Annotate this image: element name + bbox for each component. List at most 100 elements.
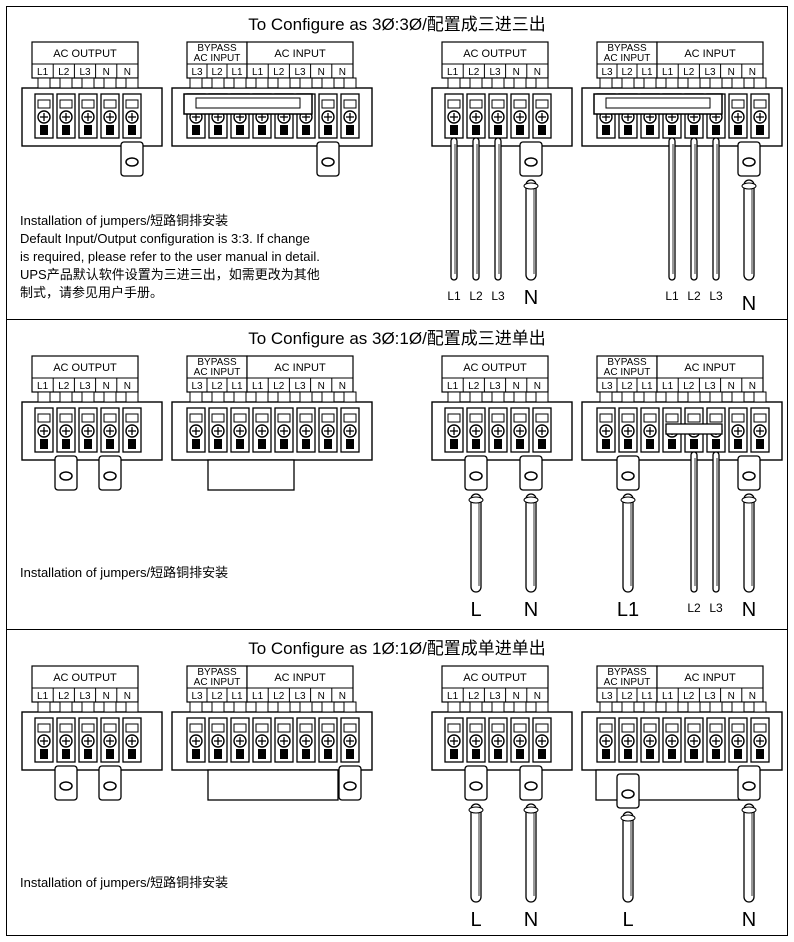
note-text: Installation of jumpers/短路铜排安装 Default I… [20,212,320,302]
cable-label: L1 [665,289,679,303]
terminal-clamp [469,413,483,423]
header-label: AC OUTPUT [53,362,117,374]
terminal-base [84,439,92,449]
terminal-base [494,749,502,759]
cable [450,137,458,281]
terminal-label: L1 [252,691,264,702]
cable-label: L2 [469,289,483,303]
cable-ring [741,182,757,190]
terminal-finger [491,701,505,713]
terminal-base [84,125,92,135]
terminal-clamp [513,99,527,109]
terminal-label: L3 [294,381,306,392]
terminal-base [324,439,332,449]
terminal-clamp [125,99,139,109]
terminal-finger [321,391,335,403]
lug-hole [524,781,538,791]
lug-hole [321,157,335,167]
lug-hole [125,157,139,167]
cable [743,179,755,281]
terminal-label: L1 [231,691,243,702]
terminal-finger [81,391,95,403]
note-text: Installation of jumpers/短路铜排安装 [20,874,228,892]
note-line: is required, please refer to the user ma… [20,249,320,264]
terminal-clamp [709,413,723,423]
terminal-finger [321,77,335,89]
terminal-finger [189,77,203,89]
terminal-clamp [469,99,483,109]
terminal-base [192,749,200,759]
terminal-label: L3 [704,67,716,78]
terminal-finger [447,77,461,89]
header-label: AC OUTPUT [53,672,117,684]
terminal-finger [447,701,461,713]
header-label: AC OUTPUT [463,48,527,60]
terminal-clamp [103,723,117,733]
terminal-clamp [447,413,461,423]
lug-hole [742,471,756,481]
terminal-finger [233,391,247,403]
terminal-base [516,439,524,449]
terminal-label: L1 [252,67,264,78]
terminal-finger [643,391,657,403]
cable-label: N [524,287,538,309]
terminal-finger [753,77,767,89]
terminal-finger [753,391,767,403]
terminal-clamp [599,413,613,423]
header-label-bypass: AC INPUT [604,677,651,688]
terminal-base [624,439,632,449]
terminal-label: L1 [447,691,459,702]
terminal-clamp [81,99,95,109]
cable [743,493,755,593]
cable [622,811,634,903]
cable-ring [523,496,539,504]
terminal-base [346,749,354,759]
terminal-base [62,125,70,135]
terminal-clamp [687,413,701,423]
terminal-label: N [513,381,520,392]
terminal-label: N [103,381,110,392]
terminal-label: L2 [468,67,480,78]
cable [494,137,502,281]
terminal-base [646,439,654,449]
terminal-finger [277,77,291,89]
busbar-plate [207,459,295,491]
header-label: AC OUTPUT [53,48,117,60]
terminal-base [258,439,266,449]
terminal-clamp [343,723,357,733]
terminal-clamp [233,723,247,733]
terminal-finger [255,701,269,713]
cable-label: L1 [447,289,461,303]
lug-hole [524,471,538,481]
terminal-finger [299,77,313,89]
terminal-base [602,125,610,135]
terminal-base [690,439,698,449]
terminal-finger [103,77,117,89]
terminal-clamp [753,99,767,109]
terminal-base [324,125,332,135]
section-title: To Configure as 1Ø:1Ø/配置成单进单出 [248,639,546,658]
terminal-label: L2 [468,691,480,702]
terminal-clamp [81,413,95,423]
terminal-clamp [643,723,657,733]
terminal-finger [491,391,505,403]
terminal-base [106,439,114,449]
terminal-label: L1 [231,67,243,78]
cable-ring [468,496,484,504]
lug-hole [469,471,483,481]
terminal-label: L2 [683,381,695,392]
terminal-base [668,749,676,759]
terminal-base [40,125,48,135]
terminal-base [756,439,764,449]
terminal-base [62,749,70,759]
terminal-clamp [665,413,679,423]
terminal-finger [211,391,225,403]
terminal-finger [731,77,745,89]
terminal-label: L1 [641,691,653,702]
header-label: AC OUTPUT [463,672,527,684]
terminal-base [734,125,742,135]
terminal-clamp [731,413,745,423]
terminal-base [128,439,136,449]
